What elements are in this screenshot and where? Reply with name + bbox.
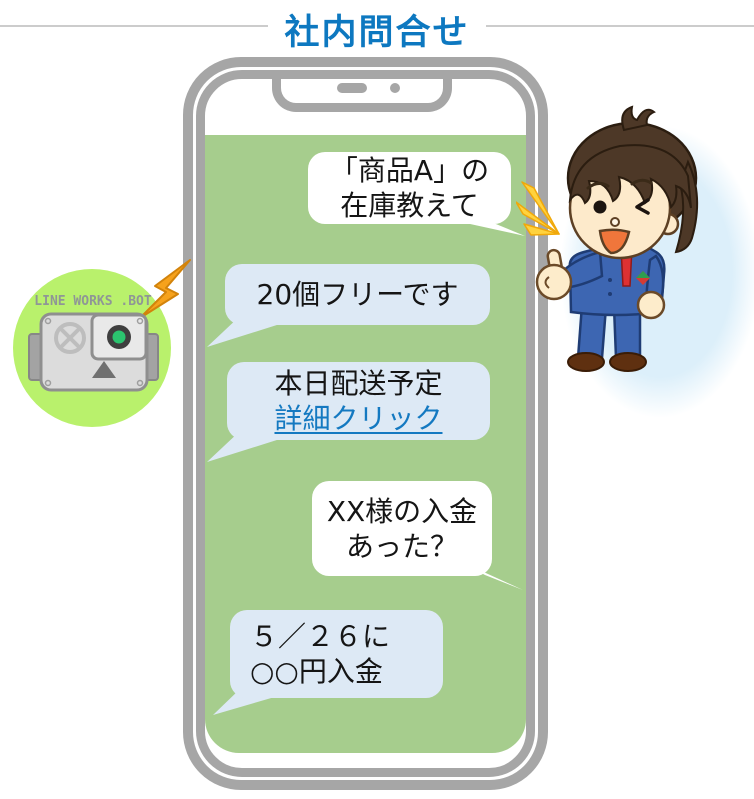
header: 社内問合せ bbox=[0, 4, 754, 55]
lapel-badge bbox=[636, 271, 650, 285]
camera-dot-icon bbox=[390, 83, 400, 93]
right-fist bbox=[636, 290, 666, 320]
left-eyebrow bbox=[586, 181, 610, 190]
bubble-line: 20個フリーです bbox=[256, 278, 459, 311]
robot-x-eye bbox=[54, 322, 86, 354]
open-eye bbox=[593, 200, 607, 214]
right-eyebrow bbox=[630, 178, 653, 186]
businessman-illustration bbox=[535, 105, 754, 418]
bubble-line: 本日配送予定 bbox=[274, 367, 443, 400]
nose bbox=[610, 217, 620, 227]
page-title: 社内問合せ bbox=[268, 4, 486, 55]
lightning-bolt-icon bbox=[139, 259, 191, 319]
chat-bubble-user-stock-question: 「商品A」の 在庫教えて bbox=[308, 152, 511, 224]
left-shoe bbox=[567, 352, 605, 372]
hair-bangs bbox=[568, 144, 692, 210]
hair-tuft bbox=[621, 105, 656, 132]
chat-bubble-bot-payment-answer: ５／２６に ○○円入金 bbox=[230, 610, 443, 698]
open-smile-mouth bbox=[598, 228, 631, 255]
bubble-line: あった？ bbox=[345, 529, 458, 563]
bubble-line: ５／２６に bbox=[250, 620, 391, 653]
chat-bubble-bot-delivery: 本日配送予定 詳細クリック bbox=[227, 362, 490, 440]
bubble-line: 在庫教えて bbox=[340, 189, 479, 222]
bubble-line: 「商品A」の bbox=[329, 154, 490, 187]
character-legs bbox=[567, 303, 647, 372]
thumbs-up-fist bbox=[535, 263, 573, 301]
emphasis-flash-icon bbox=[516, 181, 560, 236]
robot-face-icon bbox=[28, 312, 159, 392]
robot-nose-triangle bbox=[92, 361, 116, 378]
chat-bubble-bot-stock-answer: 20個フリーです bbox=[225, 264, 490, 325]
character-head bbox=[566, 105, 699, 260]
bubble-line: XX様の入金 bbox=[326, 494, 478, 528]
details-link[interactable]: 詳細クリック bbox=[274, 402, 443, 435]
bubble-line: ○○円入金 bbox=[250, 655, 383, 688]
chat-bubble-user-payment-question: XX様の入金 あった？ bbox=[312, 481, 492, 576]
right-shoe bbox=[609, 352, 647, 372]
speaker-slot-icon bbox=[337, 83, 367, 93]
bot-name-label: LINE WORKS .BOT bbox=[34, 294, 152, 309]
winking-eye bbox=[635, 198, 650, 215]
bot-avatar-illustration bbox=[13, 259, 191, 427]
